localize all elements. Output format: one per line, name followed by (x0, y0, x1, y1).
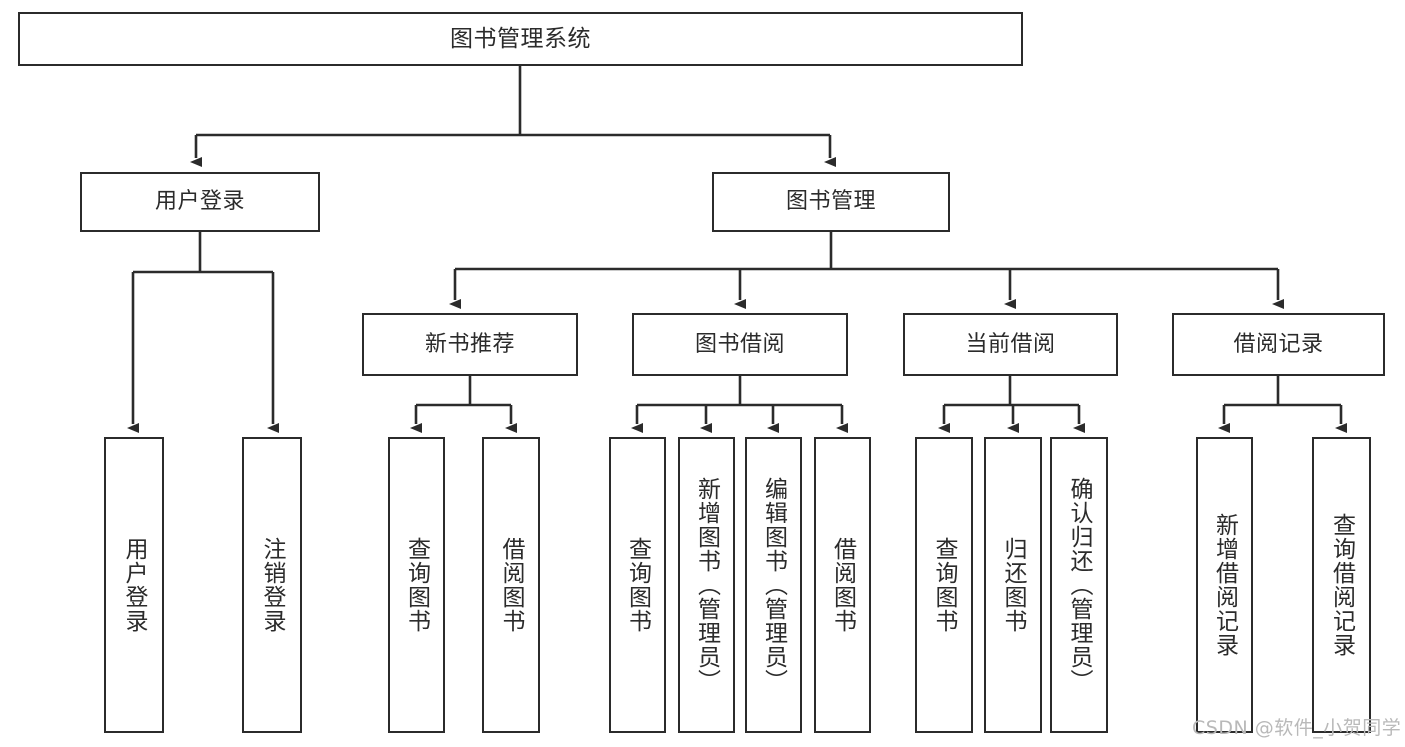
node-new-book-recommend-label: 新书推荐 (424, 331, 515, 357)
node-root[interactable]: 图书管理系统 (18, 12, 1023, 66)
leaf-borrow-book-recommend[interactable]: 借阅图书 (482, 437, 540, 733)
leaf-user-login[interactable]: 用户登录 (104, 437, 164, 733)
leaf-edit-book-admin[interactable]: 编辑图书（管理员） (745, 437, 802, 733)
node-book-management-label: 图书管理 (785, 189, 876, 215)
node-current-borrow[interactable]: 当前借阅 (903, 313, 1118, 376)
watermark: CSDN @软件_小贺同学 (1192, 717, 1402, 739)
leaf-edit-book-admin-label: 编辑图书（管理员） (760, 477, 787, 693)
leaf-add-book-admin-label: 新增图书（管理员） (693, 477, 720, 693)
node-book-management[interactable]: 图书管理 (712, 172, 950, 232)
leaf-add-book-admin[interactable]: 新增图书（管理员） (678, 437, 735, 733)
leaf-user-logout[interactable]: 注销登录 (242, 437, 302, 733)
leaf-confirm-return-admin[interactable]: 确认归还（管理员） (1050, 437, 1108, 733)
leaf-add-borrow-record[interactable]: 新增借阅记录 (1196, 437, 1253, 733)
leaf-confirm-return-admin-label: 确认归还（管理员） (1066, 477, 1093, 693)
leaf-query-borrow-record-label: 查询借阅记录 (1328, 513, 1355, 657)
node-book-borrow-label: 图书借阅 (694, 331, 785, 357)
leaf-return-book[interactable]: 归还图书 (984, 437, 1042, 733)
leaf-query-book-borrow[interactable]: 查询图书 (609, 437, 666, 733)
leaf-add-borrow-record-label: 新增借阅记录 (1211, 513, 1238, 657)
node-borrow-record-label: 借阅记录 (1233, 331, 1324, 357)
leaf-query-book-recommend-label: 查询图书 (403, 537, 430, 633)
leaf-query-book-borrow-label: 查询图书 (624, 537, 651, 633)
leaf-borrow-book-label: 借阅图书 (829, 537, 856, 633)
leaf-user-logout-label: 注销登录 (259, 537, 286, 633)
node-new-book-recommend[interactable]: 新书推荐 (362, 313, 578, 376)
node-book-borrow[interactable]: 图书借阅 (632, 313, 848, 376)
leaf-query-book-current-label: 查询图书 (931, 537, 958, 633)
node-borrow-record[interactable]: 借阅记录 (1172, 313, 1385, 376)
leaf-borrow-book[interactable]: 借阅图书 (814, 437, 871, 733)
leaf-return-book-label: 归还图书 (1000, 537, 1027, 633)
node-root-label: 图书管理系统 (450, 25, 591, 52)
node-user-login-label: 用户登录 (154, 189, 245, 215)
leaf-query-book-current[interactable]: 查询图书 (915, 437, 973, 733)
leaf-borrow-book-recommend-label: 借阅图书 (498, 537, 525, 633)
leaf-query-borrow-record[interactable]: 查询借阅记录 (1312, 437, 1371, 733)
leaf-query-book-recommend[interactable]: 查询图书 (388, 437, 445, 733)
node-user-login[interactable]: 用户登录 (80, 172, 320, 232)
node-current-borrow-label: 当前借阅 (965, 331, 1056, 357)
leaf-user-login-label: 用户登录 (121, 537, 148, 633)
